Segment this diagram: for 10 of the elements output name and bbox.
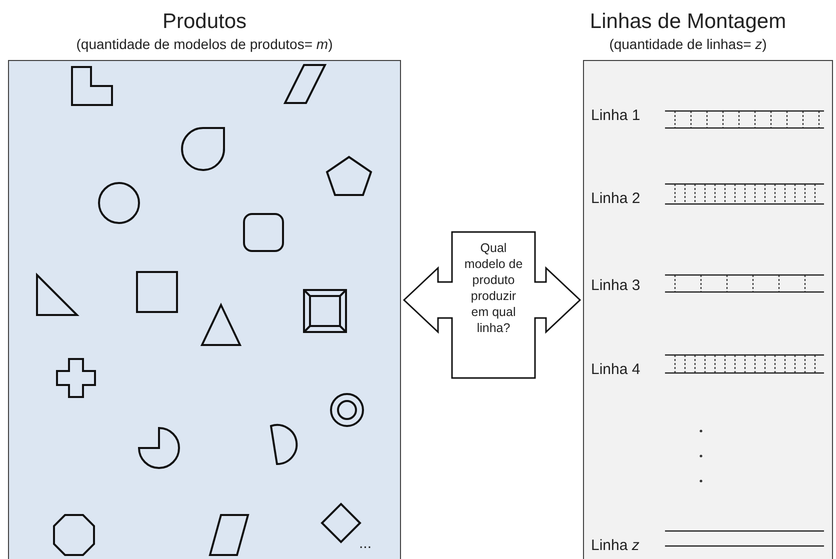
ellipsis-text: ... bbox=[359, 535, 372, 552]
line-label: Linha 4 bbox=[591, 361, 640, 378]
panel-subtitle: (quantidade de modelos de produtos= m) bbox=[76, 36, 333, 52]
line-label: Linha z bbox=[591, 537, 640, 554]
panel-title: Linhas de Montagem bbox=[590, 10, 786, 34]
line-label: Linha 3 bbox=[591, 277, 640, 294]
panel-subtitle: (quantidade de linhas= z) bbox=[609, 36, 767, 52]
line-label: Linha 1 bbox=[591, 107, 640, 124]
line-label: Linha 2 bbox=[591, 190, 640, 207]
panel-title: Produtos bbox=[162, 10, 247, 34]
